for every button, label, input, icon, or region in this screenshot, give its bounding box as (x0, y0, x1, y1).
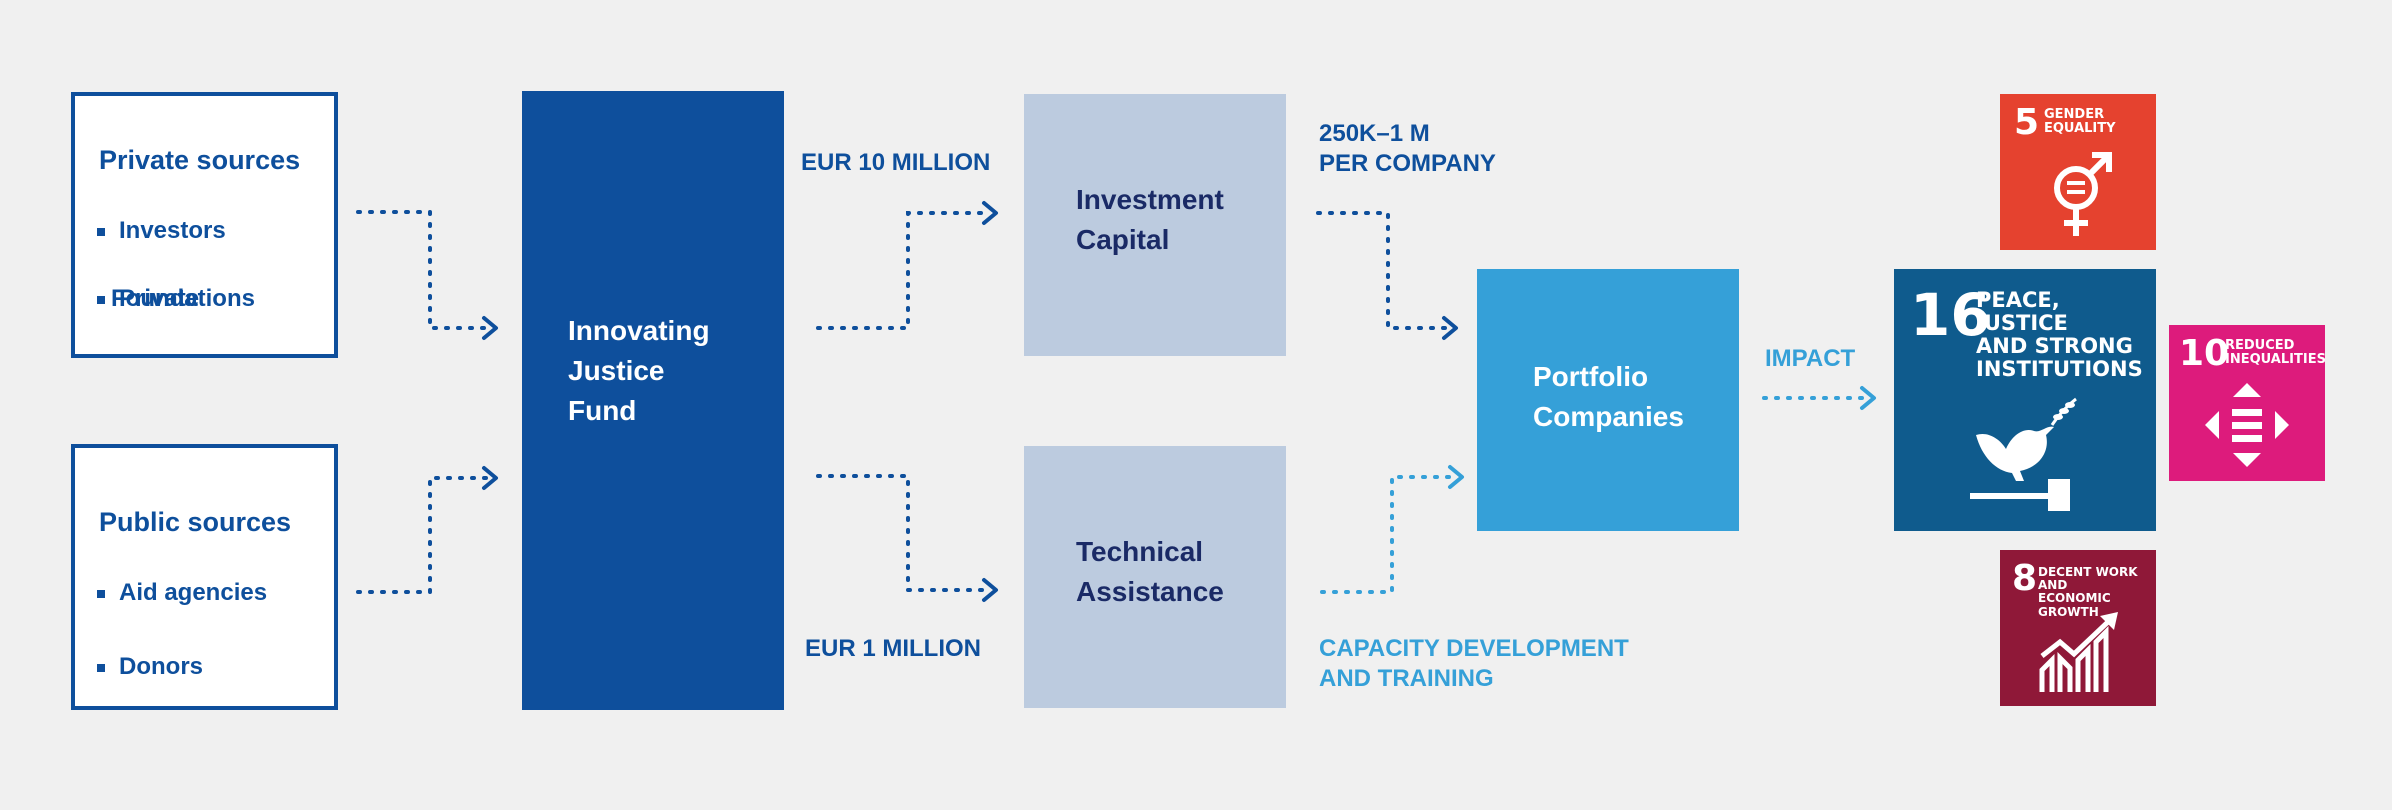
sdg-16-number: 16 (1910, 281, 1991, 349)
sdg-10-text-line-2: INEQUALITIES (2225, 352, 2326, 368)
fund-label-line-2: Justice (568, 355, 665, 386)
portfolio-label-line-2: Companies (1533, 401, 1684, 432)
capacity-label-line-1: CAPACITY DEVELOPMENT (1319, 635, 1629, 662)
sdg-10-number: 10 (2179, 333, 2230, 374)
sdg-10-text-line-1: REDUCED (2225, 338, 2295, 353)
portfolio-label-line-1: Portfolio (1533, 361, 1649, 392)
per-company-label-line-1: 250K–1 M (1319, 120, 1430, 147)
private-sources-box: Private sources Investors Private Founda… (71, 92, 338, 358)
bottom-amount-label: EUR 1 MILLION (805, 635, 982, 662)
investment-label-line-1: Investment (1076, 184, 1224, 215)
technical-label-line-2: Assistance (1076, 576, 1224, 607)
sdg-5-number: 5 (2014, 102, 2040, 143)
per-company-label-line-2: PER COMPANY (1319, 150, 1496, 177)
top-amount-label: EUR 10 MILLION (801, 149, 991, 176)
fund-label-line-1: Innovating (568, 315, 710, 346)
sdg-5-text-line-2: EQUALITY (2044, 121, 2116, 137)
sdg-8-tile: 8 DECENT WORK AND ECONOMIC GROWTH (2000, 550, 2156, 706)
economic-growth-icon (2039, 612, 2118, 692)
sdg-16-text-line-3: INSTITUTIONS (1976, 357, 2143, 382)
private-sources-item-investors: Investors (95, 214, 354, 248)
capacity-label-line-2: AND TRAINING (1319, 665, 1494, 692)
portfolio-companies-box: Portfolio Companies (1477, 269, 1739, 531)
technical-label-line-1: Technical (1076, 536, 1204, 567)
sdg-16-tile: 16 PEACE, JUSTICE AND STRONG INSTITUTION… (1894, 269, 2156, 531)
sdg-5-tile: 5 GENDER EQUALITY (2000, 94, 2156, 250)
public-sources-item-donors: Donors (95, 650, 354, 684)
public-sources-item-aid-agencies: Aid agencies (95, 576, 354, 610)
sdg-16-text-line-2: AND STRONG (1976, 334, 2133, 359)
impact-label: IMPACT (1765, 345, 1856, 372)
public-sources-box: Public sources Aid agencies Donors (71, 444, 338, 710)
dove-gavel-icon (1970, 397, 2077, 511)
private-sources-item-foundations: Foundations (111, 285, 255, 312)
sdg-8-text-line-1: DECENT WORK AND (2038, 565, 2138, 593)
sdg-16-text-line-1: PEACE, JUSTICE (1976, 288, 2068, 336)
innovating-justice-fund-box: Innovating Justice Fund (522, 91, 784, 710)
public-sources-title: Public sources (99, 507, 292, 537)
sdg-8-number: 8 (2012, 558, 2038, 599)
arrow-investment-to-portfolio (1316, 211, 1448, 330)
fund-label-line-3: Fund (568, 395, 637, 426)
reduced-inequalities-icon (2205, 383, 2289, 467)
arrow-private-to-fund (356, 210, 490, 330)
gender-equality-icon (2054, 152, 2112, 236)
sdg-8-text-line-2: ECONOMIC GROWTH (2038, 591, 2111, 619)
arrow-technical-to-portfolio (1320, 475, 1454, 594)
investment-label-line-2: Capital (1076, 224, 1170, 255)
arrow-fund-to-investment (816, 211, 984, 330)
arrow-public-to-fund (356, 476, 490, 594)
arrow-fund-to-technical (816, 474, 984, 592)
private-sources-item-private: Private (95, 282, 354, 316)
sdg-10-tile: 10 REDUCED INEQUALITIES (2169, 325, 2326, 481)
sdg-5-text-line-1: GENDER (2044, 107, 2105, 122)
investment-capital-box: Investment Capital (1024, 94, 1286, 356)
technical-assistance-box: Technical Assistance (1024, 446, 1286, 708)
private-sources-title: Private sources (99, 145, 301, 175)
